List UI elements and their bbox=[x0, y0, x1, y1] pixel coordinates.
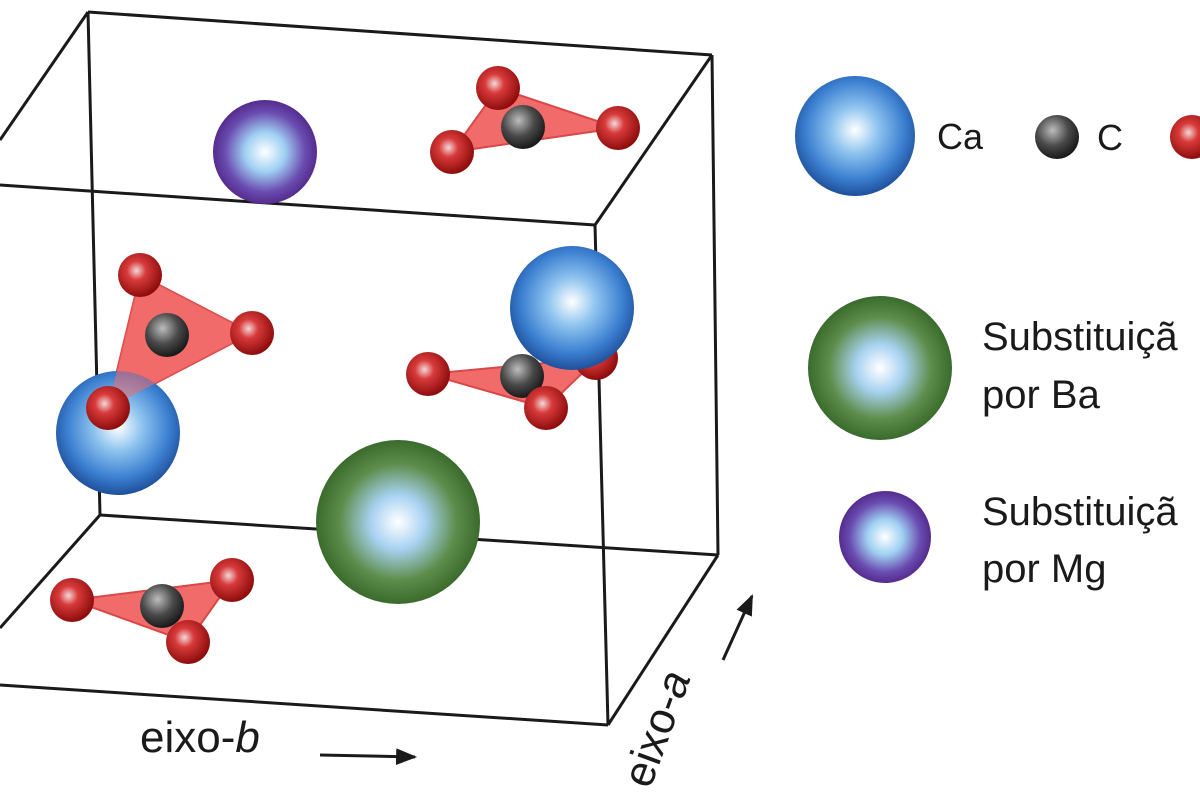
legend: Ca C Substituiçã por Ba Substituiçã por … bbox=[795, 76, 1200, 591]
carbon-atom bbox=[501, 105, 545, 149]
legend-mg-label-line1: Substituiçã bbox=[982, 490, 1178, 534]
oxygen-atom bbox=[476, 66, 520, 110]
carbon-atom bbox=[140, 584, 184, 628]
legend-mg-label-line2: por Mg bbox=[982, 547, 1107, 591]
axis-a: eixo-a bbox=[613, 594, 754, 793]
axis-b: eixo-b bbox=[140, 713, 418, 766]
ca-atom bbox=[510, 246, 634, 370]
oxygen-atom bbox=[596, 106, 640, 150]
carbonate-group bbox=[430, 66, 640, 174]
cell-edge bbox=[593, 54, 714, 226]
oxygen-atom bbox=[430, 130, 474, 174]
legend-ca-label: Ca bbox=[937, 116, 984, 157]
legend-ba-label-line1: Substituiçã bbox=[982, 315, 1178, 359]
oxygen-atom bbox=[86, 386, 130, 430]
axis-a-arrow bbox=[721, 594, 754, 661]
oxygen-atom bbox=[50, 578, 94, 622]
axis-a-label: eixo-a bbox=[613, 664, 700, 793]
ba-atom bbox=[316, 440, 480, 604]
cell-edge bbox=[0, 11, 90, 141]
legend-mg-swatch bbox=[839, 491, 931, 583]
cell-edge bbox=[0, 183, 596, 227]
carbon-atom bbox=[500, 354, 544, 398]
legend-ba-label-line2: por Ba bbox=[982, 373, 1101, 417]
cell-edge bbox=[0, 514, 102, 629]
oxygen-atom bbox=[166, 620, 210, 664]
cell-edge bbox=[606, 554, 720, 726]
oxygen-atom bbox=[524, 386, 568, 430]
axis-b-label: eixo-b bbox=[140, 713, 260, 762]
oxygen-atom bbox=[230, 311, 274, 355]
oxygen-atom bbox=[118, 253, 162, 297]
oxygen-atom bbox=[406, 352, 450, 396]
legend-c-label: C bbox=[1097, 117, 1123, 158]
oxygen-atom bbox=[210, 558, 254, 602]
legend-c-swatch bbox=[1035, 115, 1079, 159]
cell-edge bbox=[0, 683, 609, 727]
cell-edge bbox=[87, 10, 713, 57]
legend-ba-swatch bbox=[808, 296, 952, 440]
carbonate-group bbox=[50, 558, 254, 664]
axis-b-arrow bbox=[319, 748, 418, 766]
mg-atom bbox=[213, 100, 317, 204]
carbon-atom bbox=[145, 313, 189, 357]
cell-edge bbox=[710, 54, 720, 556]
legend-o-swatch bbox=[1170, 115, 1200, 159]
legend-ca-swatch bbox=[795, 76, 915, 196]
